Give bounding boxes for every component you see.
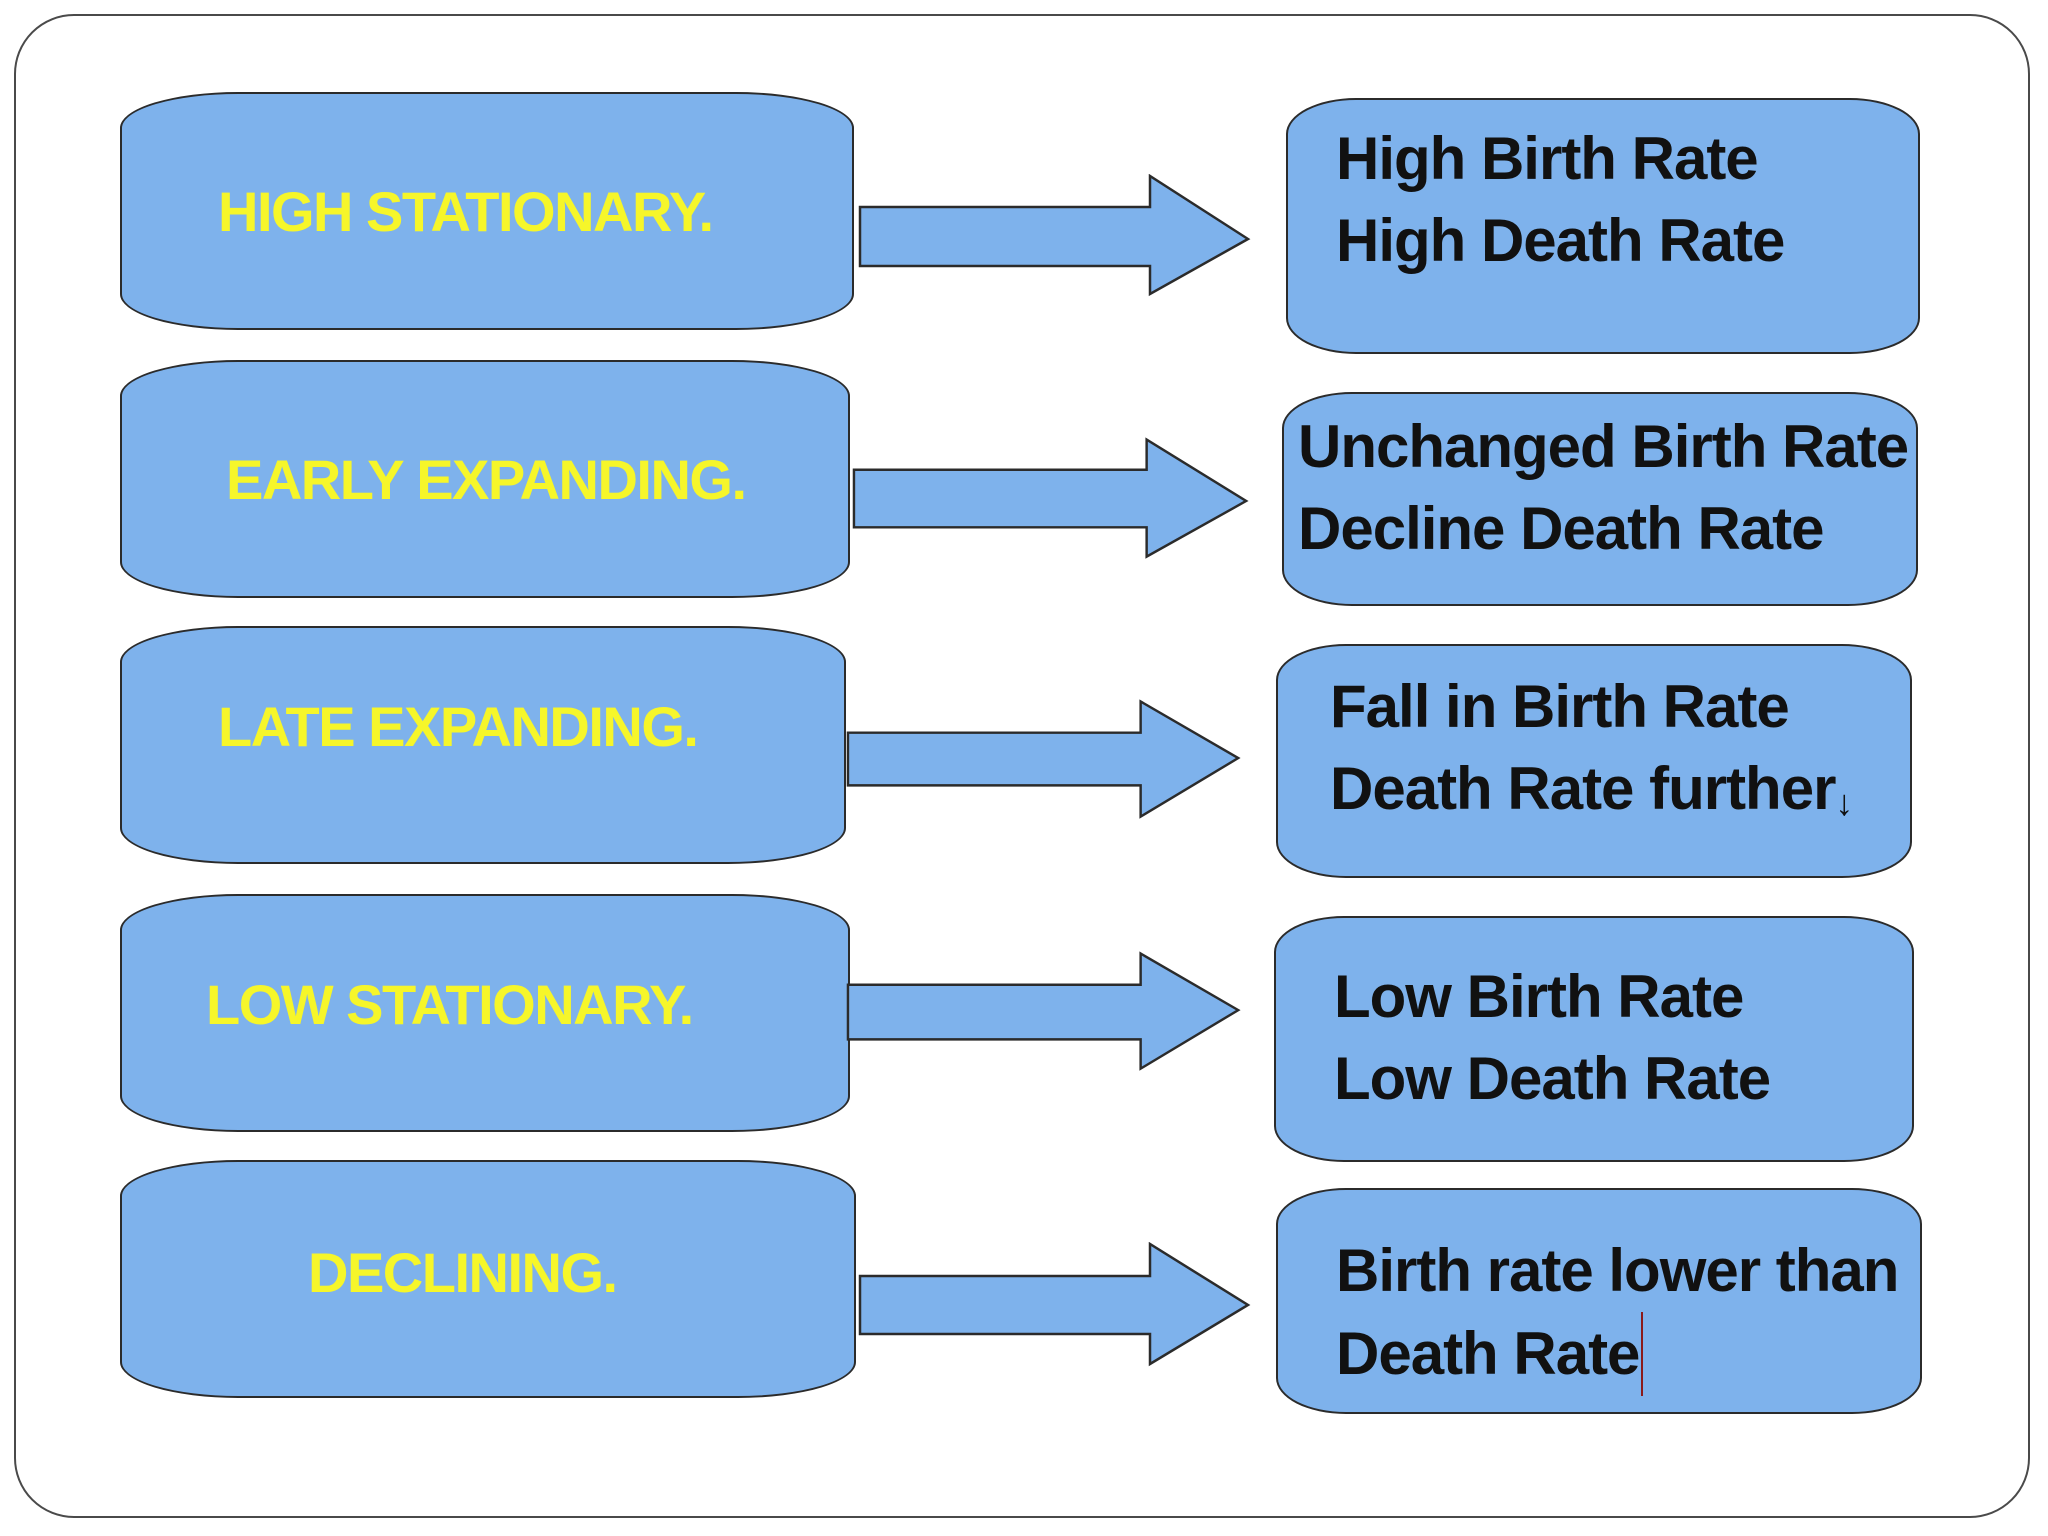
description-text: Fall in Birth Rate Death Rate further↓ <box>1330 666 1853 844</box>
down-arrow-icon: ↓ <box>1835 782 1853 823</box>
description-text: High Birth Rate High Death Rate <box>1336 118 1785 282</box>
description-box-low-stationary: Low Birth Rate Low Death Rate <box>1274 916 1914 1162</box>
description-box-late-expanding: Fall in Birth Rate Death Rate further↓ <box>1276 644 1912 878</box>
description-line: Low Birth Rate <box>1334 963 1744 1030</box>
stage-label: DECLINING. <box>308 1241 618 1304</box>
description-box-declining: Birth rate lower than Death Rate <box>1276 1188 1922 1414</box>
description-line: High Death Rate <box>1336 207 1785 274</box>
stage-label: EARLY EXPANDING. <box>226 447 747 511</box>
description-box-early-expanding: Unchanged Birth Rate Decline Death Rate <box>1282 392 1918 606</box>
description-text: Low Birth Rate Low Death Rate <box>1334 956 1771 1120</box>
stage-box-high-stationary: HIGH STATIONARY. <box>120 92 854 330</box>
description-text: Unchanged Birth Rate Decline Death Rate <box>1298 406 1909 570</box>
right-arrow-icon <box>858 1242 1251 1367</box>
text-cursor <box>1641 1312 1644 1396</box>
stage-box-declining: DECLINING. <box>120 1160 856 1398</box>
description-text: Birth rate lower than Death Rate <box>1336 1230 1899 1396</box>
description-line: Low Death Rate <box>1334 1045 1771 1112</box>
description-box-high-stationary: High Birth Rate High Death Rate <box>1286 98 1920 354</box>
stage-box-late-expanding: LATE EXPANDING. <box>120 626 846 864</box>
stage-label: HIGH STATIONARY. <box>218 179 714 243</box>
description-line: Birth rate lower than <box>1336 1237 1899 1304</box>
description-line-text: Death Rate further <box>1330 755 1836 822</box>
right-arrow-icon <box>852 437 1249 559</box>
stage-box-low-stationary: LOW STATIONARY. <box>120 894 850 1132</box>
right-arrow-icon <box>846 951 1241 1071</box>
description-line: Death Rate further↓ <box>1330 748 1853 844</box>
stage-label: LATE EXPANDING. <box>218 695 699 758</box>
right-arrow-icon <box>846 699 1241 819</box>
description-line: Death Rate <box>1336 1312 1898 1396</box>
stage-box-early-expanding: EARLY EXPANDING. <box>120 360 850 598</box>
description-line: Unchanged Birth Rate <box>1298 413 1909 480</box>
right-arrow-icon <box>858 174 1251 297</box>
description-line: Fall in Birth Rate <box>1330 673 1790 740</box>
stage-label: LOW STATIONARY. <box>206 973 694 1036</box>
description-line-text: Death Rate <box>1336 1320 1640 1387</box>
description-line: High Birth Rate <box>1336 125 1759 192</box>
description-line: Decline Death Rate <box>1298 495 1825 562</box>
